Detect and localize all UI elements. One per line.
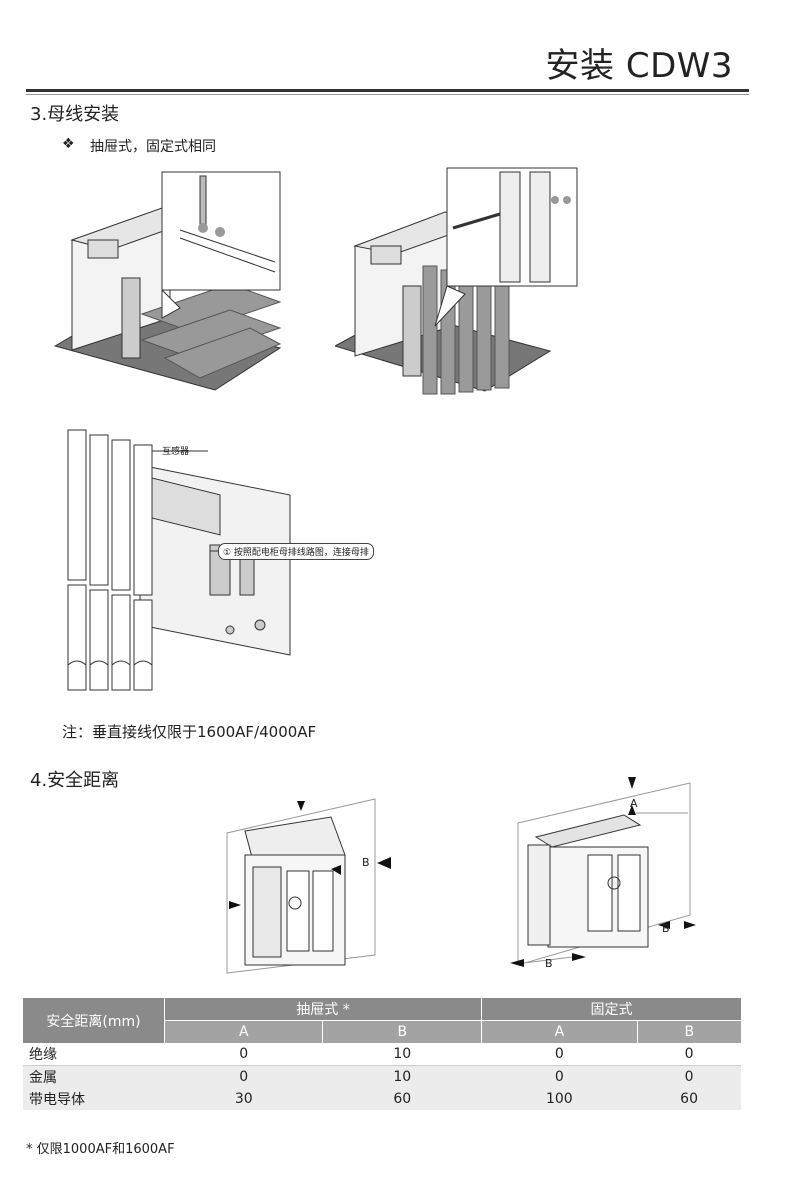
row-label: 带电导体 [23, 1088, 165, 1110]
cell-value: 10 [322, 1065, 482, 1088]
safety-distance-table: 安全距离(mm) 抽屉式 * 固定式 A B A B 绝缘 0 10 0 0 金… [23, 998, 741, 1110]
table-footnote: * 仅限1000AF和1600AF [26, 1142, 175, 1157]
table-group-fixed: 固定式 [481, 998, 741, 1021]
dim-label-b-fixed-bottom: B [545, 957, 553, 970]
table-subheader: A [481, 1020, 638, 1043]
cell-value: 100 [481, 1088, 638, 1110]
page-title: 安装 CDW3 [545, 46, 733, 86]
section4-title: 4.安全距离 [30, 770, 120, 791]
cell-value: 0 [637, 1065, 741, 1088]
table-header-label: 安全距离(mm) [23, 998, 165, 1043]
cell-value: 10 [322, 1043, 482, 1066]
table-subheader: B [322, 1020, 482, 1043]
cell-value: 0 [164, 1065, 323, 1088]
header-rule-thin [26, 94, 749, 95]
section3-bullet: 抽屉式，固定式相同 [90, 139, 216, 155]
callout-ct: 互感器 [162, 447, 190, 457]
cell-value: 0 [481, 1043, 638, 1066]
callout-connect: ① 按照配电柜母排线路图，连接母排 [218, 543, 374, 560]
table-row: 绝缘 0 10 0 0 [23, 1043, 741, 1066]
table-group-drawout: 抽屉式 * [163, 998, 482, 1021]
safety-figure-fixed [510, 777, 696, 967]
dim-label-b-drawout: B [362, 856, 370, 869]
cell-value: 60 [322, 1088, 482, 1110]
header-rule [26, 89, 749, 92]
table-row: 带电导体 30 60 100 60 [23, 1088, 741, 1110]
cell-value: 30 [164, 1088, 323, 1110]
table-row: 金属 0 10 0 0 [23, 1065, 741, 1088]
row-label: 绝缘 [23, 1043, 165, 1066]
section3-title: 3.母线安装 [30, 104, 120, 125]
safety-figure-drawout [226, 798, 391, 974]
dim-label-a-fixed: A [630, 797, 638, 810]
cell-value: 0 [481, 1065, 638, 1088]
cell-value: 0 [637, 1043, 741, 1066]
vertical-busbar-figure [67, 429, 291, 691]
cell-value: 60 [637, 1088, 741, 1110]
section3-note: 注：垂直接线仅限于1600AF/4000AF [62, 723, 317, 741]
row-label: 金属 [23, 1065, 165, 1088]
dim-label-b-fixed-right: B [662, 922, 670, 935]
busbar-figure-drawout [53, 171, 282, 391]
table-subheader: A [163, 1020, 323, 1043]
busbar-figure-fixed [335, 167, 578, 395]
cell-value: 0 [164, 1043, 323, 1066]
bullet-icon: ❖ [62, 136, 75, 152]
table-subheader: B [636, 1020, 741, 1043]
